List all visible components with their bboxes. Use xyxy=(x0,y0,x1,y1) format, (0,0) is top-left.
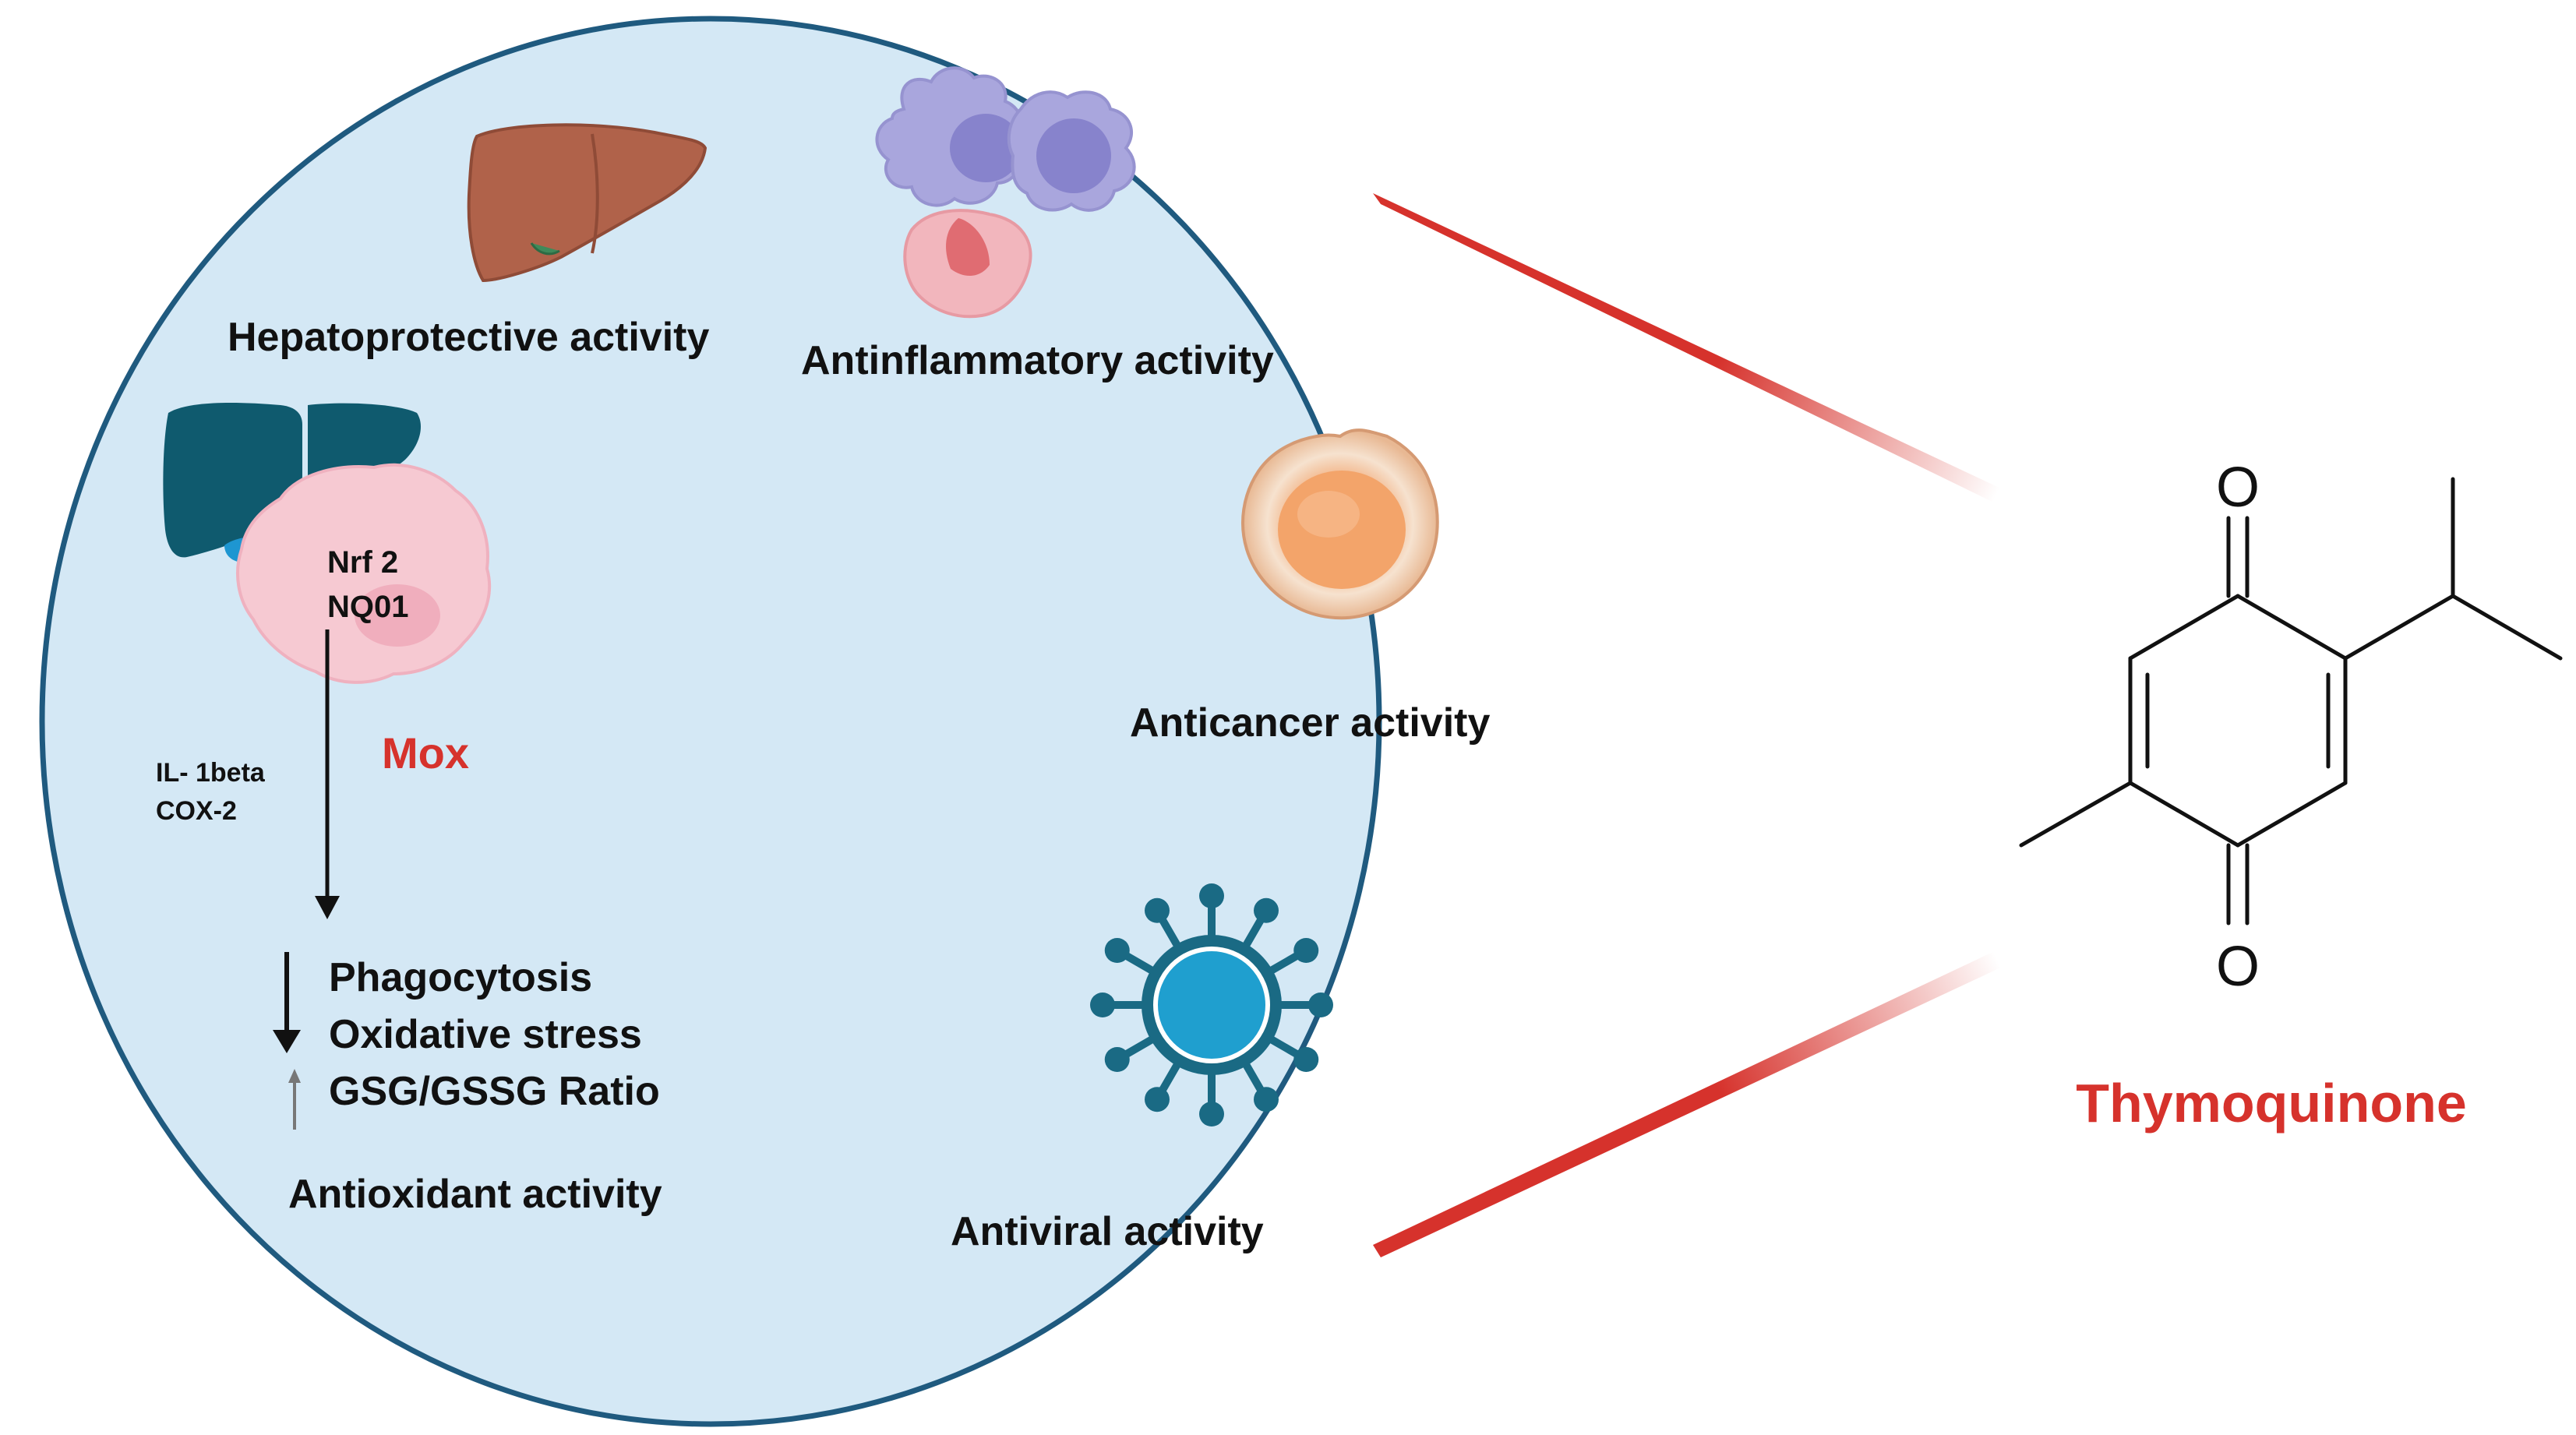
decrease-arrow xyxy=(273,952,301,1053)
increase-arrow xyxy=(288,1069,301,1130)
virus-spike-tip xyxy=(1293,938,1319,963)
cancer-cell-icon xyxy=(1241,428,1439,620)
cox2-label: COX-2 xyxy=(156,796,237,826)
virus-spike-tip xyxy=(1090,993,1115,1017)
oxygen-bottom-label: O xyxy=(2216,936,2260,998)
virus-spike-tip xyxy=(1293,1047,1319,1072)
virus-spike-tip xyxy=(1104,938,1130,963)
thymoquinone-title: Thymoquinone xyxy=(2076,1073,2467,1134)
virus-spike-tip xyxy=(1199,883,1224,908)
virus-spike-tip xyxy=(1254,1087,1279,1112)
il1beta-label: IL- 1beta xyxy=(156,758,266,788)
activity-oval xyxy=(39,16,1382,1427)
liver-icon xyxy=(467,123,708,283)
gsg-ratio-label: GSG/GSSG Ratio xyxy=(329,1069,660,1114)
thymoquinone-structure xyxy=(2019,477,2563,926)
virus-core xyxy=(1153,947,1270,1063)
antioxidant-activity-label: Antioxidant activity xyxy=(288,1172,662,1217)
virus-spike-tip xyxy=(1104,1047,1130,1072)
virus-icon xyxy=(1090,883,1333,1126)
oxygen-top-label: O xyxy=(2216,457,2260,519)
virus-spike-tip xyxy=(1254,897,1279,923)
phagocytosis-label: Phagocytosis xyxy=(329,955,592,1000)
virus-spike-tip xyxy=(1308,993,1333,1017)
oxidative-stress-label: Oxidative stress xyxy=(329,1012,642,1057)
nrf2-label: Nrf 2 xyxy=(327,545,398,580)
connector-top xyxy=(1373,193,2003,505)
virus-spike-tip xyxy=(1145,897,1170,923)
virus-spike-tip xyxy=(1199,1102,1224,1126)
mox-label: Mox xyxy=(382,728,469,777)
antiinflammatory-activity-label: Antinflammatory activity xyxy=(801,338,1274,383)
connector-bottom xyxy=(1373,949,2004,1257)
macrophage-icon xyxy=(875,66,1136,319)
virus-spike-tip xyxy=(1145,1087,1170,1112)
hepatoprotective-activity-label: Hepatoprotective activity xyxy=(228,315,709,360)
nqo1-label: NQ01 xyxy=(327,590,409,624)
pathway-arrow xyxy=(315,629,340,919)
anticancer-activity-label: Anticancer activity xyxy=(1130,700,1490,746)
antiviral-activity-label: Antiviral activity xyxy=(951,1209,1264,1254)
mox-cell-icon xyxy=(236,463,492,684)
